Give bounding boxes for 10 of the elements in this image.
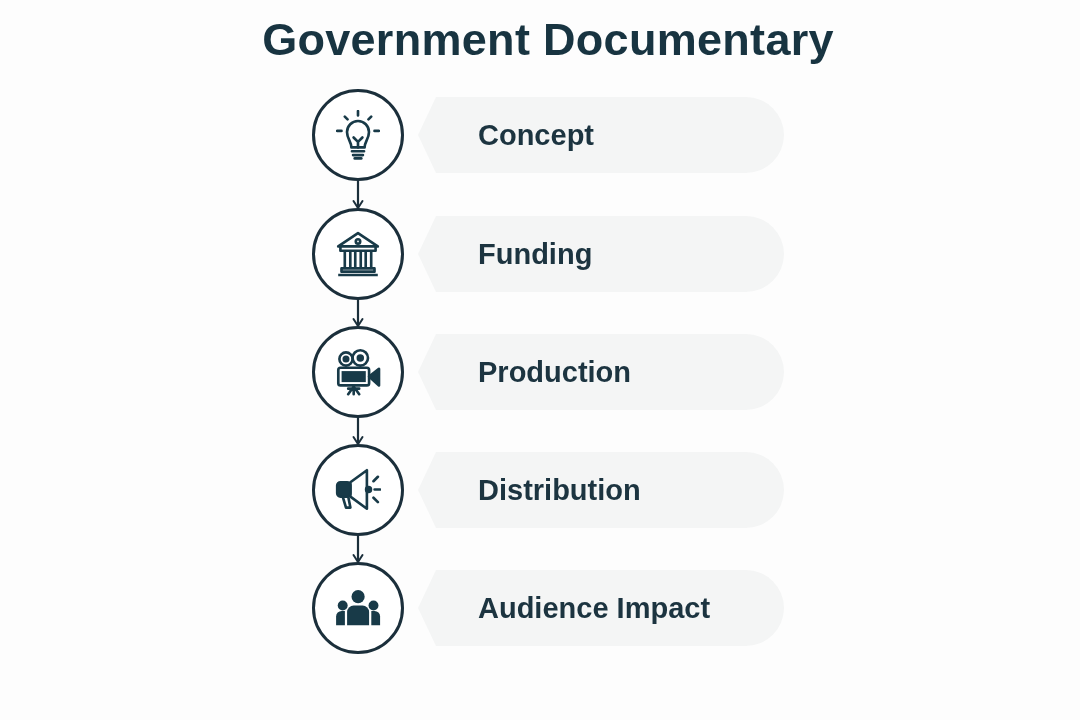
- arrow: [352, 536, 364, 563]
- step-label: Funding: [478, 237, 593, 271]
- step-label: Distribution: [478, 473, 641, 507]
- diagram-title: Government Documentary: [262, 14, 834, 66]
- step-label: Concept: [478, 118, 594, 152]
- step-label: Production: [478, 355, 632, 389]
- step-label: Audience Impact: [478, 591, 711, 625]
- arrow: [352, 181, 364, 209]
- arrow: [352, 300, 364, 327]
- arrow: [352, 418, 364, 445]
